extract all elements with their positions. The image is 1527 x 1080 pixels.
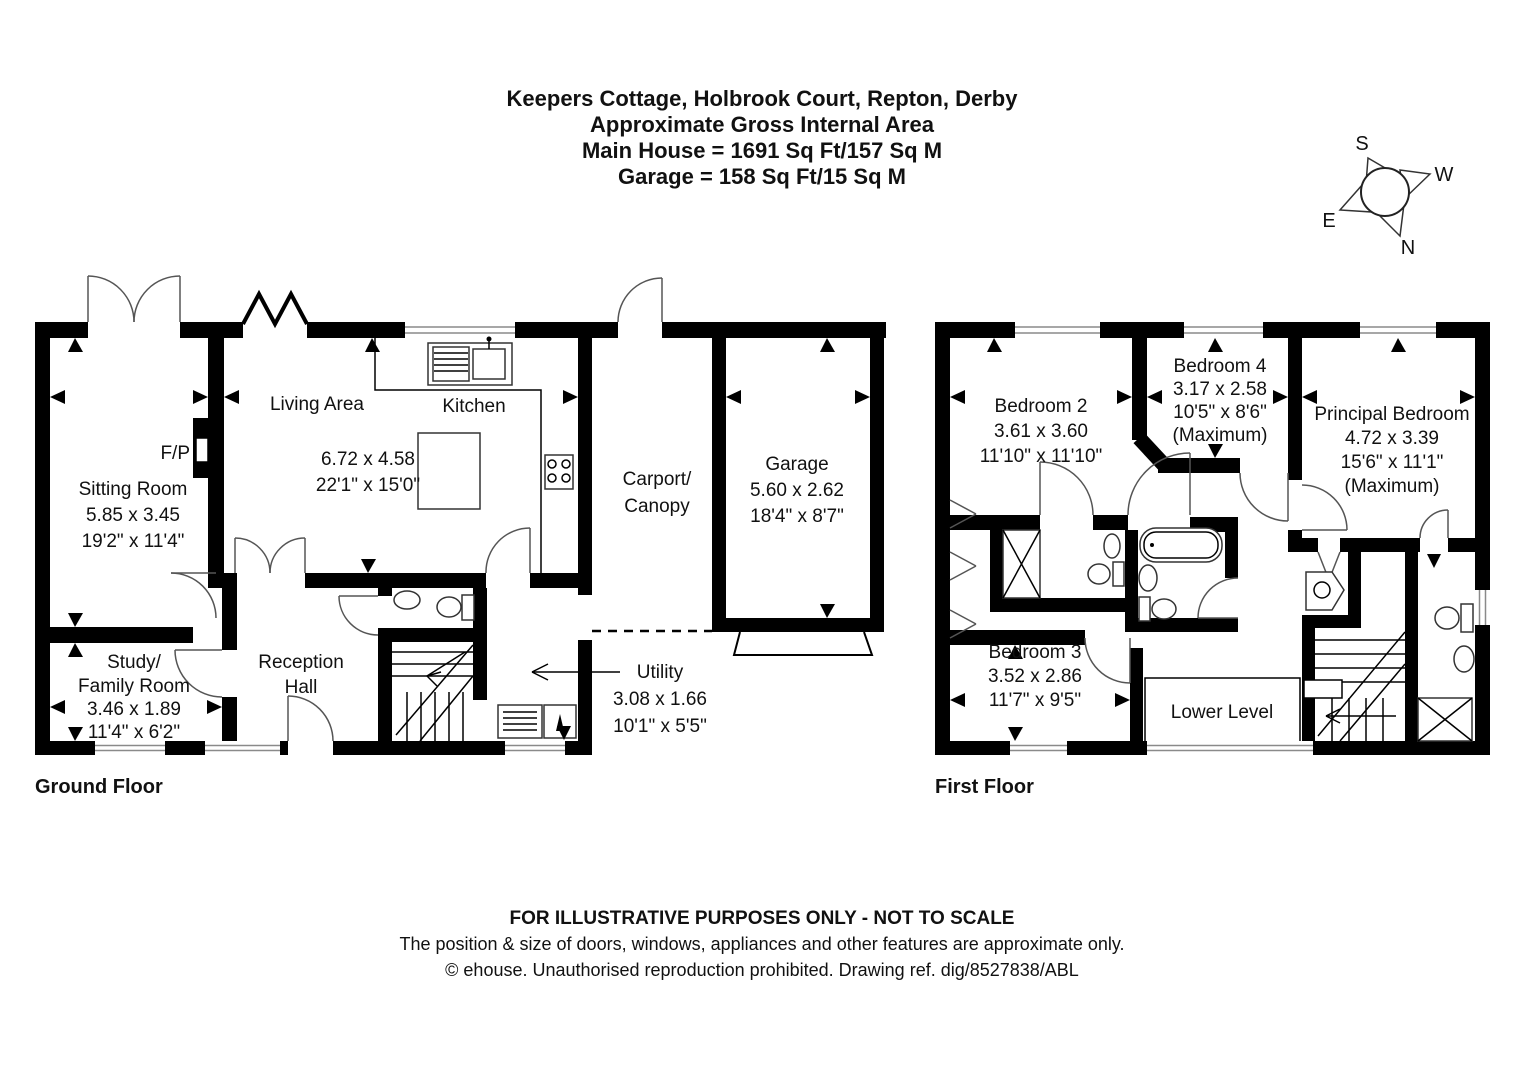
principal-ensuite-fixtures — [1417, 603, 1475, 742]
compass-rose: S W E N — [1322, 133, 1453, 259]
first-floor-walls — [935, 322, 1490, 755]
utility-name: Utility — [637, 662, 684, 683]
ground-floor-title: Ground Floor — [35, 776, 163, 798]
dimension-arrows-first — [950, 338, 1475, 741]
utility-appliances — [497, 704, 577, 739]
lower-level-void — [1144, 677, 1301, 741]
sitting-room-metric: 5.85 x 3.45 — [86, 505, 180, 526]
ensuite-sink-icon — [1103, 533, 1121, 559]
ground-floor-stairs-icon — [392, 644, 474, 742]
wc-fixtures — [393, 590, 475, 621]
principal-name: Principal Bedroom — [1314, 404, 1469, 425]
reception-label-2: Hall — [285, 677, 318, 698]
fireplace-hearth-icon — [195, 437, 209, 463]
pe-toilet-icon — [1434, 606, 1460, 630]
utility-metric: 3.08 x 1.66 — [613, 689, 707, 710]
ground-floor-doors — [87, 275, 663, 742]
ground-floor-room-labels: Sitting Room 5.85 x 3.45 19'2" x 11'4" F… — [78, 394, 844, 743]
first-floor-title: First Floor — [935, 776, 1034, 798]
first-floor-room-labels: Bedroom 2 3.61 x 3.60 11'10" x 11'10" Be… — [980, 356, 1470, 723]
study-imperial: 11'4" x 6'2" — [88, 722, 180, 743]
study-label-2: Family Room — [78, 676, 190, 697]
bedroom4-imperial: 10'5" x 8'6" — [1173, 402, 1267, 423]
bedroom4-name: Bedroom 4 — [1174, 356, 1267, 377]
sitting-room-name: Sitting Room — [79, 479, 188, 500]
bathroom-toilet-icon — [1151, 598, 1177, 620]
principal-note: (Maximum) — [1345, 476, 1440, 497]
first-floor-windows — [1010, 322, 1490, 755]
sitting-room-imperial: 19'2" x 11'4" — [82, 531, 185, 552]
bedroom3-name: Bedroom 3 — [989, 642, 1082, 663]
principal-metric: 4.72 x 3.39 — [1345, 428, 1439, 449]
bathroom-toilet-tank-icon — [1138, 596, 1151, 622]
vanity-fixtures — [1305, 571, 1345, 611]
footer-approximate-note: The position & size of doors, windows, a… — [399, 934, 1124, 954]
wc-toilet-tank-icon — [461, 594, 475, 621]
compass-circle — [1360, 167, 1410, 217]
bedroom2-name: Bedroom 2 — [995, 396, 1088, 417]
utility-imperial: 10'1" x 5'5" — [613, 716, 707, 737]
property-address: Keepers Cottage, Holbrook Court, Repton,… — [507, 86, 1019, 111]
title-block: Keepers Cottage, Holbrook Court, Repton,… — [507, 86, 1019, 189]
first-floor-stairs-icon — [1303, 631, 1406, 742]
bedroom4-note: (Maximum) — [1173, 425, 1268, 446]
main-house-area: Main House = 1691 Sq Ft/157 Sq M — [582, 138, 942, 163]
carport-label-1: Carport/ — [623, 469, 692, 490]
living-kitchen-metric: 6.72 x 4.58 — [321, 449, 415, 470]
corner-basin-icon — [1305, 571, 1345, 611]
washer-icon — [497, 704, 543, 739]
kitchen-island-icon — [417, 432, 481, 510]
garage-imperial: 18'4" x 8'7" — [750, 506, 844, 527]
compass-label-e: E — [1322, 210, 1335, 232]
principal-imperial: 15'6" x 11'1" — [1341, 452, 1444, 473]
area-subtitle: Approximate Gross Internal Area — [590, 112, 935, 137]
bedroom4-metric: 3.17 x 2.58 — [1173, 379, 1267, 400]
bedroom2-imperial: 11'10" x 11'10" — [980, 446, 1103, 467]
footer-copyright: © ehouse. Unauthorised reproduction proh… — [445, 960, 1079, 980]
wc-toilet-icon — [436, 596, 462, 618]
stair-rail-icon — [1303, 679, 1343, 699]
bathroom-fixtures — [1138, 527, 1223, 622]
utility-sink-icon — [543, 704, 577, 739]
reception-label-1: Reception — [258, 652, 344, 673]
wc-sink-icon — [393, 590, 421, 610]
ensuite-fixtures — [1087, 533, 1125, 587]
carport-label-2: Canopy — [624, 496, 690, 517]
compass-label-n: N — [1401, 237, 1415, 259]
cupboard-icon — [1002, 529, 1041, 599]
kitchen-label: Kitchen — [442, 396, 505, 417]
bedroom3-imperial: 11'7" x 9'5" — [989, 690, 1081, 711]
dimension-arrows-ground — [50, 338, 870, 741]
footer-disclaimer: FOR ILLUSTRATIVE PURPOSES ONLY - NOT TO … — [510, 908, 1015, 929]
bedroom2-metric: 3.61 x 3.60 — [994, 421, 1088, 442]
kitchen-counter-icon — [374, 336, 574, 573]
garage-door-icon — [732, 631, 874, 656]
bedroom3-metric: 3.52 x 2.86 — [988, 666, 1082, 687]
study-metric: 3.46 x 1.89 — [87, 699, 181, 720]
first-floor-plan: Bedroom 2 3.61 x 3.60 11'10" x 11'10" Be… — [935, 322, 1490, 798]
footer-block: FOR ILLUSTRATIVE PURPOSES ONLY - NOT TO … — [399, 908, 1124, 980]
fireplace-label: F/P — [160, 443, 190, 464]
living-kitchen-imperial: 22'1" x 15'0" — [316, 475, 420, 496]
compass-label-w: W — [1435, 164, 1454, 186]
ensuite-toilet-icon — [1087, 563, 1111, 585]
pe-sink-icon — [1453, 645, 1475, 673]
ground-floor-plan: Utility 3.08 x 1.66 10'1" x 5'5" Sitting… — [35, 275, 886, 798]
ensuite-toilet-tank-icon — [1112, 561, 1125, 587]
bathroom-sink-icon — [1138, 564, 1158, 592]
wall-break-zigzag-icon — [241, 289, 309, 329]
study-label-1: Study/ — [107, 652, 162, 673]
garage-metric: 5.60 x 2.62 — [750, 480, 844, 501]
hob-icon — [544, 454, 574, 490]
pe-toilet-tank-icon — [1460, 603, 1474, 633]
bathtub-icon — [1139, 527, 1223, 563]
compass-label-s: S — [1355, 133, 1368, 155]
garage-area: Garage = 158 Sq Ft/15 Sq M — [618, 164, 906, 189]
garage-name: Garage — [765, 454, 828, 475]
utility-callout: Utility 3.08 x 1.66 10'1" x 5'5" — [531, 662, 707, 737]
lower-level-label: Lower Level — [1171, 702, 1273, 723]
ground-floor-windows — [95, 322, 565, 755]
living-area-label: Living Area — [270, 394, 364, 415]
